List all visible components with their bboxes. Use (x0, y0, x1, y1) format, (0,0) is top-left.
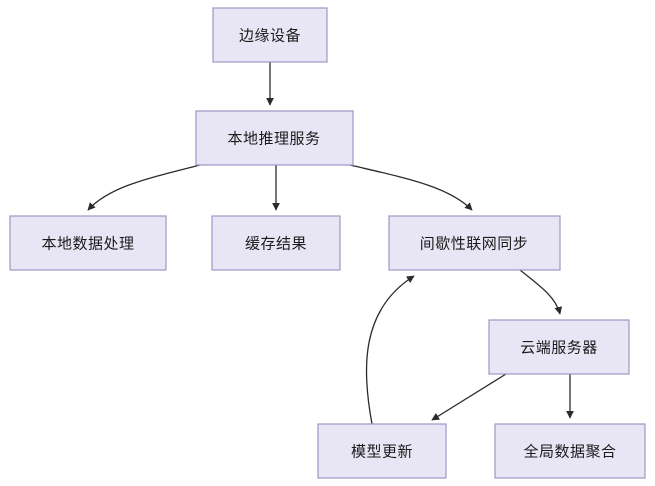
node-intermittent-sync[interactable]: 间歇性联网同步 (388, 215, 561, 271)
node-layer: 边缘设备 本地推理服务 本地数据处理 缓存结果 间歇性联网同步 云端服务器 (9, 7, 646, 479)
node-local-inference-box[interactable] (195, 110, 354, 166)
node-edge-device-label: 边缘设备 (239, 27, 301, 45)
edge-model-update-to-intermittent-sync (365, 275, 415, 425)
node-cloud-server[interactable]: 云端服务器 (488, 319, 630, 375)
node-cache-result-label: 缓存结果 (245, 235, 307, 253)
node-model-update[interactable]: 模型更新 (317, 423, 447, 479)
node-global-aggregation-label: 全局数据聚合 (523, 443, 616, 461)
edge-local-inference-to-intermittent-sync (349, 164, 473, 211)
node-model-update-label: 模型更新 (351, 443, 413, 461)
edge-intermittent-sync-to-cloud-server (519, 269, 563, 315)
node-local-inference[interactable]: 本地推理服务 (195, 110, 354, 166)
node-local-data-process-box[interactable] (9, 215, 167, 271)
node-intermittent-sync-label: 间歇性联网同步 (420, 235, 529, 253)
edge-cloud-server-to-model-update (431, 373, 507, 421)
node-cloud-server-box[interactable] (488, 319, 630, 375)
node-local-data-process[interactable]: 本地数据处理 (9, 215, 167, 271)
node-local-inference-label: 本地推理服务 (227, 130, 320, 148)
node-global-aggregation-box[interactable] (494, 423, 646, 479)
edge-layer (87, 62, 574, 425)
edge-local-inference-to-local-data-process (87, 164, 201, 211)
node-cache-result-box[interactable] (211, 215, 341, 271)
node-local-data-process-label: 本地数据处理 (41, 235, 134, 253)
node-cache-result[interactable]: 缓存结果 (211, 215, 341, 271)
node-global-aggregation[interactable]: 全局数据聚合 (494, 423, 646, 479)
node-edge-device[interactable]: 边缘设备 (212, 7, 328, 63)
node-cloud-server-label: 云端服务器 (520, 339, 598, 357)
node-model-update-box[interactable] (317, 423, 447, 479)
node-intermittent-sync-box[interactable] (388, 215, 561, 271)
node-edge-device-box[interactable] (212, 7, 328, 63)
